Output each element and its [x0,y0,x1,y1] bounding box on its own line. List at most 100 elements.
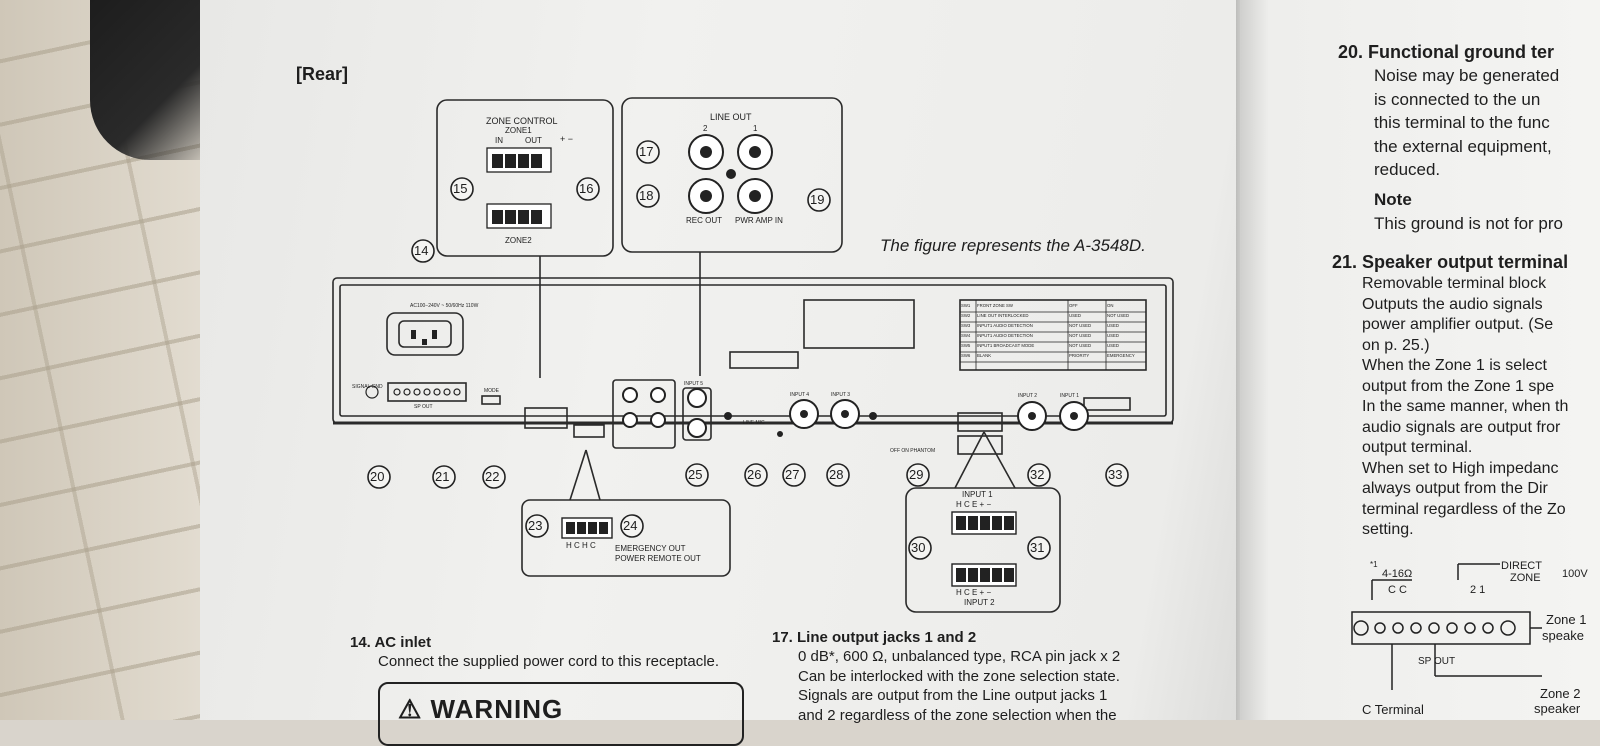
zone-control-title: ZONE CONTROL [486,116,558,126]
section20-line: is connected to the un [1374,89,1541,109]
section17-heading: 17. Line output jacks 1 and 2 [772,629,977,646]
callout-33: 33 [1108,467,1123,482]
callout-14: 14 [414,243,429,258]
phantom-label: OFF ON PHANTOM [890,448,936,454]
input1-pins: H C E + − [956,500,992,509]
section21-line: output from the Zone 1 spe [1362,377,1555,395]
sw-cell: SW4 [961,333,971,338]
zone-out-label: OUT [525,136,542,145]
section-label: [Rear] [296,64,349,84]
input3-label: INPUT 3 [831,392,851,398]
section21-line: In the same manner, when th [1362,398,1569,415]
callout-19: 19 [810,192,825,207]
manual-left-page [200,0,1240,720]
zone1-speaker-label-2: speake [1542,628,1584,643]
sw-cell: NOT USED [1069,333,1092,338]
sw-cell: INPUT1 AUDIO DETECTION [977,333,1033,338]
sw-cell: EMERGENCY [1107,353,1135,358]
mode-label: MODE [484,388,499,394]
section17-line: and 2 regardless of the zone selection w… [798,706,1117,724]
callout-layer: 14 15 16 17 18 19 20 21 22 23 24 25 26 2… [352,112,1147,607]
callout-28: 28 [829,467,844,482]
line-out-ch1: 1 [753,124,758,133]
section20-line: the external equipment, [1374,136,1552,156]
callout-18: 18 [639,188,654,203]
input2-pins: H C E + − [956,588,992,597]
zone-label: ZONE [1510,572,1541,584]
emergency-hchc: H C H C [566,541,596,550]
callout-16: 16 [579,181,594,196]
emergency-out-label: EMERGENCY OUT [615,544,686,553]
sw-cell: SW6 [961,353,971,358]
callout-29: 29 [909,467,924,482]
sp-out-diagram-labels: *1 4-16Ω DIRECT ZONE 100V C C 2 1 SP OUT… [1362,560,1588,717]
sp-out-terminal-diagram [1351,563,1542,690]
section21-body: Removable terminal block Outputs the aud… [1362,274,1568,541]
zone1-speaker-label: Zone 1 [1546,612,1587,627]
callout-15: 15 [453,181,468,196]
callout-23: 23 [528,518,543,533]
pwr-amp-in-label: PWR AMP IN [735,216,783,225]
section21-line: output terminal. [1362,439,1473,456]
sw-cell: SW3 [961,323,971,328]
section17-body: 0 dB*, 600 Ω, unbalanced type, RCA pin j… [798,647,1120,725]
section17-line: Signals are output from the Line output … [798,687,1108,704]
section21-line: terminal regardless of the Zo [1362,500,1566,518]
100v-label: 100V [1562,568,1588,580]
input5-label: INPUT 5 [684,381,704,387]
input1-title: INPUT 1 [962,490,993,499]
callout-20: 20 [370,469,385,484]
sw-cell: ON [1107,303,1114,308]
sw-cell: NOT USED [1069,343,1092,348]
section21-line: always output from the Dir [1362,480,1548,497]
sw-cell: OFF [1069,303,1078,308]
note-label: Note [1374,189,1412,209]
sw-cell: INPUT1 AUDIO DETECTION [977,323,1033,328]
rec-out-label: REC OUT [686,216,722,225]
zone2-speaker-label: Zone 2 [1540,686,1581,701]
section21-heading: 21. Speaker output terminal [1332,252,1569,272]
line-mic-label: LINE MIC [743,420,765,426]
line-out-ch2: 2 [703,124,708,133]
sw-row: SW1 FRONT ZONE SW OFF ON [961,301,1147,311]
callout-32: 32 [1030,467,1045,482]
section14-heading: 14. AC inlet [350,634,432,651]
ohm-label: 4-16Ω [1382,568,1413,580]
section20-line: Noise may be generated [1374,66,1560,85]
sw-cell: FRONT ZONE SW [977,303,1013,308]
section17-line: Can be interlocked with the zone selecti… [798,667,1120,685]
section20-body: Noise may be generated is connected to t… [1374,64,1563,235]
sw-cell: NOT USED [1107,313,1130,318]
sw-table: SW1 FRONT ZONE SW OFF ON SW2 LINE OUT INTERL… [961,301,1147,361]
input4-label: INPUT 4 [790,392,810,398]
sw-cell: USED [1107,333,1119,338]
callout-30: 30 [911,540,926,555]
section21-line: audio signals are output fror [1362,418,1561,436]
section21-line: When the Zone 1 is select [1362,357,1547,374]
callout-21: 21 [435,469,450,484]
sw-cell: SW1 [961,303,971,308]
sw-cell: LINE OUT INTERLOCKED [977,313,1029,318]
sp-out-panel-label: SP OUT [414,404,433,410]
callout-25: 25 [688,467,703,482]
section21-line: setting. [1362,521,1414,538]
callout-17: 17 [639,144,654,159]
zone2-speaker-label-2: speaker [1534,701,1581,716]
power-remote-out-label: POWER REMOTE OUT [615,554,701,563]
sw-cell: INPUT1 BROADCAST MODE [977,343,1035,348]
section21-line: Removable terminal block [1362,275,1547,292]
line-out-title: LINE OUT [710,112,752,122]
figure-caption: The figure represents the A-3548D. [880,236,1146,255]
background-object [90,0,220,160]
callout-24: 24 [623,518,638,533]
c-terminal-label: C Terminal [1362,702,1424,717]
sw-cell: SW2 [961,313,971,318]
section20-line: reduced. [1374,160,1441,180]
cc-label: C C [1388,584,1407,596]
input2-title: INPUT 2 [964,598,995,607]
ac-rating-label: AC100−240V ~ 50/60Hz 110W [410,303,479,309]
sw-row: SW4 INPUT1 AUDIO DETECTION NOT USED USED [961,331,1147,341]
callout-26: 26 [747,467,762,482]
